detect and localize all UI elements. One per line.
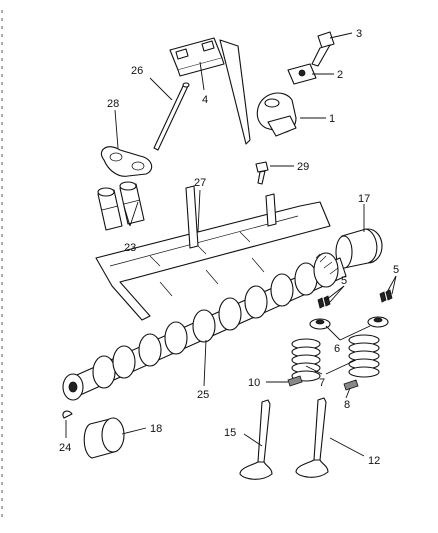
cam-bearing-part-18 xyxy=(83,417,125,459)
callout-12: 12 xyxy=(368,455,380,467)
callout-labels: 1 2 3 4 26 28 29 27 17 23 5 5 6 7 10 8 2… xyxy=(59,28,399,467)
cam-bearing-part-17 xyxy=(335,228,383,269)
callout-25: 25 xyxy=(197,389,209,401)
woodruff-key-part-24 xyxy=(62,410,73,419)
valve-seals-parts-10-8 xyxy=(287,375,359,391)
bolt-part-29 xyxy=(255,161,269,185)
callout-8: 8 xyxy=(344,399,350,411)
callout-15: 15 xyxy=(224,427,236,439)
cam-lobes xyxy=(92,262,318,389)
callout-3: 3 xyxy=(356,28,362,40)
lifter-retainer-part-28 xyxy=(100,146,153,177)
callout-29: 29 xyxy=(297,161,309,173)
rocker-bracket-part-4 xyxy=(169,37,225,77)
yoke-retainer-part-27 xyxy=(95,185,331,321)
intake-valve-part-15 xyxy=(239,399,273,480)
callout-28: 28 xyxy=(107,98,119,110)
spring-retainers-part-6 xyxy=(309,316,389,330)
leader-lines xyxy=(65,32,397,457)
callout-27: 27 xyxy=(194,177,206,189)
pivot-part-2 xyxy=(287,63,317,85)
callout-4: 4 xyxy=(202,94,208,106)
callout-24: 24 xyxy=(59,442,71,454)
callout-23: 23 xyxy=(124,242,136,254)
callout-2: 2 xyxy=(337,69,343,81)
callout-10: 10 xyxy=(248,377,260,389)
callout-7: 7 xyxy=(319,377,325,389)
pushrod-part-26 xyxy=(153,82,190,151)
camshaft-part-25 xyxy=(62,252,347,401)
callout-17: 17 xyxy=(358,193,370,205)
exhaust-valve-part-12 xyxy=(295,397,329,478)
valve-springs-part-7 xyxy=(291,334,380,382)
callout-26: 26 xyxy=(131,65,143,77)
callout-5-right: 5 xyxy=(393,264,399,276)
rocker-arm-part-1 xyxy=(219,39,297,145)
callout-5-left: 5 xyxy=(341,275,347,287)
callout-18: 18 xyxy=(150,423,162,435)
callout-1: 1 xyxy=(329,113,335,125)
valve-keepers-part-5 xyxy=(317,289,393,309)
bolt-part-3 xyxy=(311,31,335,67)
callout-6: 6 xyxy=(334,343,340,355)
